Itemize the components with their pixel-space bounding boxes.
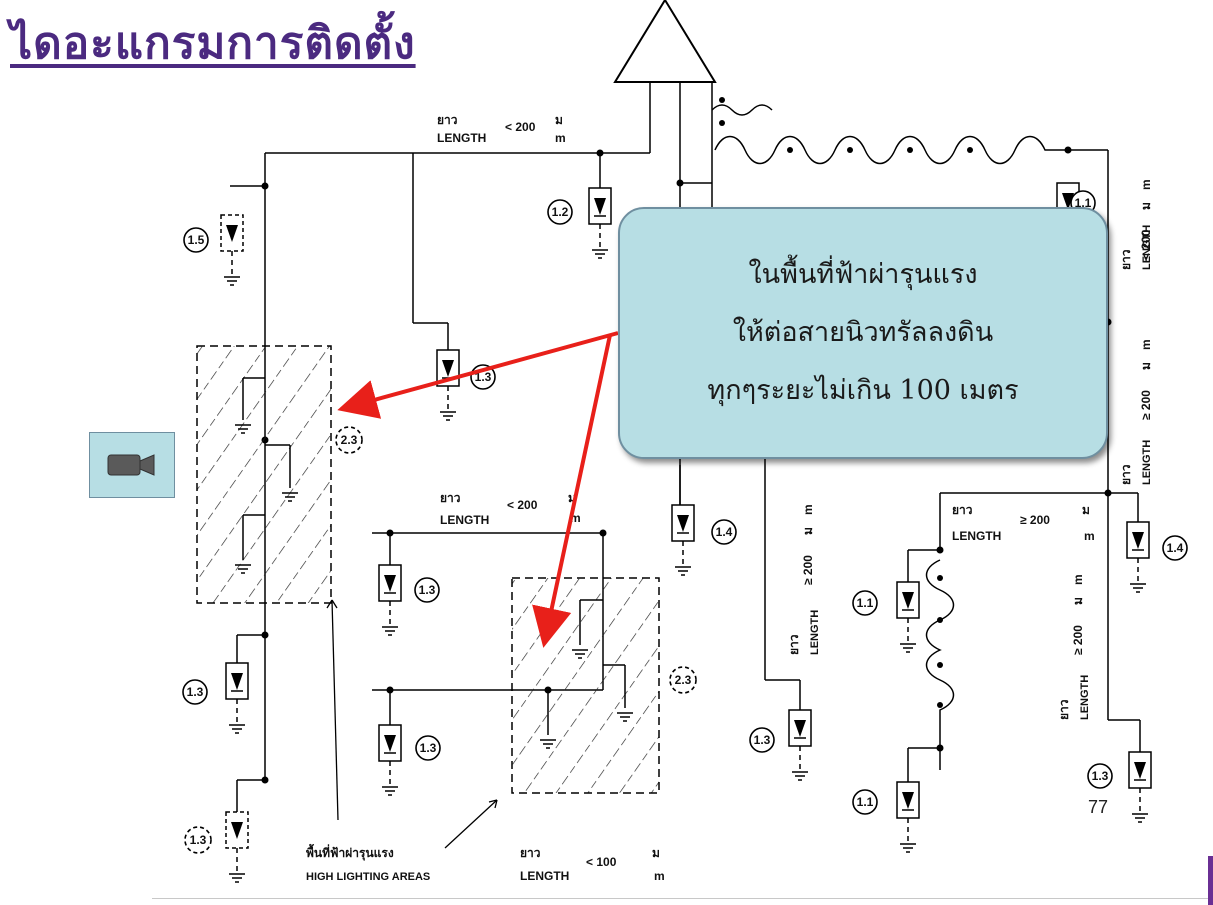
svg-text:ม: ม bbox=[1071, 597, 1085, 605]
svg-text:≥ 200: ≥ 200 bbox=[1020, 513, 1050, 527]
svg-text:ยาว: ยาว bbox=[952, 503, 973, 517]
slide-accent-bar bbox=[1208, 856, 1213, 905]
callout-arrow-down bbox=[532, 334, 612, 648]
svg-text:m: m bbox=[1139, 179, 1153, 190]
callout-line-2: ให้ต่อสายนิวทรัลลงดิน bbox=[732, 317, 994, 348]
length-label-top: ยาว LENGTH < 200 ม m bbox=[437, 113, 566, 145]
svg-text:ม: ม bbox=[1139, 202, 1153, 210]
video-camera-button[interactable] bbox=[89, 432, 175, 498]
svg-text:LENGTH: LENGTH bbox=[809, 610, 821, 655]
code-label: 1.2 bbox=[552, 205, 569, 219]
code-label: 1.1 bbox=[857, 596, 874, 610]
code-label: 1.3 bbox=[190, 833, 207, 847]
svg-text:ยาว: ยาว bbox=[440, 491, 461, 505]
code-label: 2.3 bbox=[341, 433, 358, 447]
inner-ground-bonds bbox=[242, 377, 626, 735]
svg-text:LENGTH: LENGTH bbox=[1141, 225, 1153, 270]
svg-text:ม: ม bbox=[652, 846, 660, 860]
length-label-rot-right-mid-name: ยาว LENGTH bbox=[1119, 440, 1153, 485]
svg-text:< 100: < 100 bbox=[586, 855, 617, 869]
svg-text:ม: ม bbox=[1082, 503, 1090, 517]
svg-text:HIGH LIGHTING AREAS: HIGH LIGHTING AREAS bbox=[306, 871, 430, 883]
code-label: 1.3 bbox=[420, 741, 437, 755]
svg-text:≥ 200: ≥ 200 bbox=[801, 555, 815, 585]
svg-text:m: m bbox=[801, 504, 815, 515]
length-label-rot-lower-right: ≥ 200 ม m bbox=[1071, 574, 1085, 655]
code-label: 1.5 bbox=[188, 233, 205, 247]
svg-text:≥ 200: ≥ 200 bbox=[1139, 390, 1153, 420]
callout-line-1: ในพื้นที่ฟ้าผ่ารุนแรง bbox=[748, 259, 978, 290]
length-label-rot-right-top-name: ยาว LENGTH bbox=[1119, 225, 1153, 270]
code-label: 1.3 bbox=[1092, 769, 1109, 783]
code-label: 1.3 bbox=[475, 370, 492, 384]
svg-text:m: m bbox=[570, 511, 581, 525]
svg-text:ยาว: ยาว bbox=[520, 846, 541, 860]
svg-text:m: m bbox=[1071, 574, 1085, 585]
length-label-rot-center: ≥ 200 ม m bbox=[801, 504, 815, 585]
code-label: 1.3 bbox=[419, 583, 436, 597]
svg-text:ม: ม bbox=[1139, 362, 1153, 370]
svg-text:LENGTH: LENGTH bbox=[437, 131, 486, 145]
high-lightning-area-middle bbox=[511, 577, 660, 794]
svg-text:พื้นที่ฟ้าผ่ารุนแรง: พื้นที่ฟ้าผ่ารุนแรง bbox=[306, 843, 394, 861]
svg-text:m: m bbox=[555, 131, 566, 145]
svg-text:LENGTH: LENGTH bbox=[952, 529, 1001, 543]
code-label: 1.1 bbox=[857, 795, 874, 809]
length-label-rot-lower-right-name: ยาว LENGTH bbox=[1057, 675, 1091, 720]
svg-text:LENGTH: LENGTH bbox=[1079, 675, 1091, 720]
length-label-rot-right-top: < 200 ม m bbox=[1139, 179, 1153, 260]
length-label-rot-center-name: ยาว LENGTH bbox=[787, 610, 821, 655]
svg-text:< 200: < 200 bbox=[507, 498, 538, 512]
svg-text:< 200: < 200 bbox=[505, 120, 536, 134]
svg-text:ม: ม bbox=[568, 491, 576, 505]
code-label: 1.1 bbox=[1075, 196, 1092, 210]
page-number: 77 bbox=[1088, 797, 1109, 817]
high-area-label: พื้นที่ฟ้าผ่ารุนแรง HIGH LIGHTING AREAS bbox=[306, 599, 498, 883]
code-label: 2.3 bbox=[675, 673, 692, 687]
footer-rule bbox=[152, 898, 1208, 899]
antenna-symbol bbox=[613, 0, 717, 83]
length-label-bottom: ยาว LENGTH < 100 ม m bbox=[520, 846, 665, 883]
svg-text:ยาว: ยาว bbox=[1119, 464, 1133, 485]
length-label-right: ยาว LENGTH ≥ 200 ม m bbox=[952, 503, 1095, 543]
video-camera-icon bbox=[107, 454, 155, 476]
code-label: 1.3 bbox=[187, 685, 204, 699]
length-label-rot-right-mid: ≥ 200 ม m bbox=[1139, 339, 1153, 420]
svg-text:LENGTH: LENGTH bbox=[440, 513, 489, 527]
slide-title: ไดอะแกรมการติดตั้ง bbox=[10, 18, 416, 69]
code-label: 1.3 bbox=[754, 733, 771, 747]
svg-text:ยาว: ยาว bbox=[1119, 249, 1133, 270]
svg-text:ม: ม bbox=[555, 113, 563, 127]
callout-line-3: ทุกๆระยะไม่เกิน 100 เมตร bbox=[707, 375, 1019, 406]
svg-text:ยาว: ยาว bbox=[437, 113, 458, 127]
length-label-middle: ยาว LENGTH < 200 ม m bbox=[440, 491, 581, 527]
svg-text:ม: ม bbox=[801, 527, 815, 535]
code-circles: 1.2 1.5 1.3 2.3 1.3 1.3 2.3 1.4 1.3 1.1 … bbox=[182, 190, 1188, 854]
svg-text:LENGTH: LENGTH bbox=[1141, 440, 1153, 485]
svg-text:< 200: < 200 bbox=[1139, 229, 1153, 260]
code-label: 1.4 bbox=[1167, 541, 1184, 555]
svg-text:m: m bbox=[1139, 339, 1153, 350]
svg-text:m: m bbox=[654, 869, 665, 883]
callout-arrow-left bbox=[337, 331, 619, 419]
high-lightning-area-left bbox=[196, 345, 332, 604]
callout-box: ในพื้นที่ฟ้าผ่ารุนแรง ให้ต่อสายนิวทรัลลง… bbox=[618, 207, 1108, 459]
svg-text:ยาว: ยาว bbox=[1057, 699, 1071, 720]
svg-text:m: m bbox=[1084, 529, 1095, 543]
svg-text:≥ 200: ≥ 200 bbox=[1071, 625, 1085, 655]
svg-text:LENGTH: LENGTH bbox=[520, 869, 569, 883]
code-label: 1.4 bbox=[716, 525, 733, 539]
svg-text:ยาว: ยาว bbox=[787, 634, 801, 655]
